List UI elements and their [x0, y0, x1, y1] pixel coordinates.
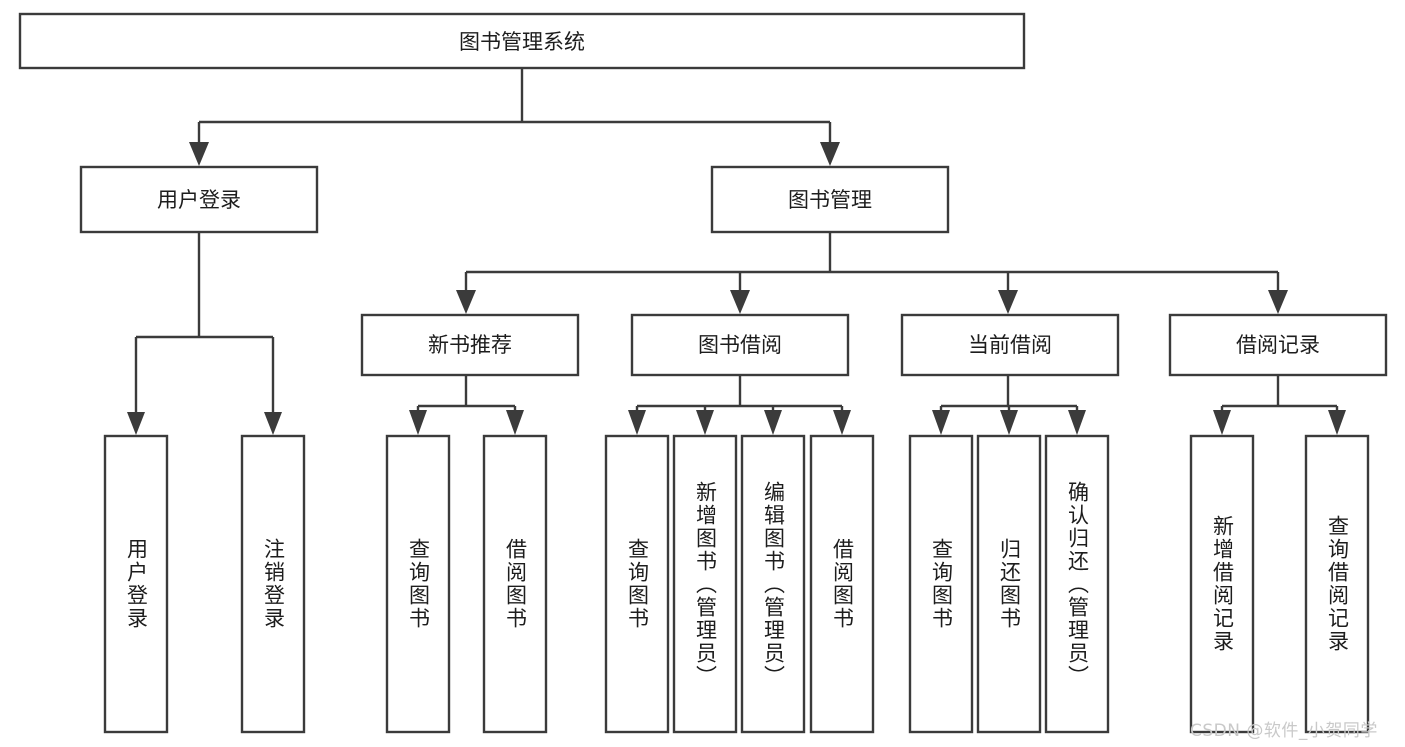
arrow-head-leaf-borrow-book-2	[833, 410, 851, 435]
arrow-head-book-borrow	[730, 290, 750, 314]
node-user-login-label: 用户登录	[157, 188, 241, 212]
node-user-login[interactable]: 用户登录	[79, 165, 319, 234]
node-new-book-recommend-box[interactable]	[360, 313, 580, 377]
arrow-head-leaf-query-record	[1328, 410, 1346, 435]
node-current-borrow-box[interactable]	[900, 313, 1120, 377]
connector-userlogin-to-leaves	[127, 232, 282, 435]
leaf-box-logout-login[interactable]	[240, 434, 306, 734]
arrow-head-leaf-return-book	[1000, 410, 1018, 435]
arrow-head-leaf-add-book	[696, 410, 714, 435]
arrow-head-borrow-record	[1268, 290, 1288, 314]
arrow-head-leaf-user-login	[127, 412, 145, 435]
connector-newbook-to-leaves	[409, 375, 524, 435]
leaf-box-add-record[interactable]	[1189, 434, 1255, 734]
node-book-borrow-box[interactable]	[630, 313, 850, 377]
arrow-head-leaf-borrow-book-1	[506, 410, 524, 435]
node-borrow-record[interactable]: 借阅记录	[1168, 313, 1388, 377]
arrow-head-new-book	[456, 290, 476, 314]
node-book-borrow-label: 图书借阅	[698, 333, 782, 357]
node-root-box[interactable]	[18, 12, 1026, 70]
node-user-login-box[interactable]	[79, 165, 319, 234]
connector-borrowrecord-to-leaves	[1213, 375, 1346, 435]
leaf-box-edit-book[interactable]	[740, 434, 806, 734]
leaf-box-user-login[interactable]	[103, 434, 169, 734]
arrow-head-leaf-confirm-return	[1068, 410, 1086, 435]
arrow-head-leaf-query-book-3	[932, 410, 950, 435]
connector-bookborrow-to-leaves	[628, 375, 851, 435]
node-new-book-recommend-label: 新书推荐	[428, 333, 512, 357]
leaf-box-query-book-1[interactable]	[385, 434, 451, 734]
node-borrow-record-label: 借阅记录	[1236, 333, 1320, 357]
arrow-head-user-login	[189, 142, 209, 166]
node-book-management-box[interactable]	[710, 165, 950, 234]
leaf-box-return-book[interactable]	[976, 434, 1042, 734]
node-book-management[interactable]: 图书管理	[710, 165, 950, 234]
arrow-head-book-management	[820, 142, 840, 166]
arrow-head-leaf-edit-book	[764, 410, 782, 435]
arrow-head-leaf-logout-login	[264, 412, 282, 435]
arrow-head-current-borrow	[998, 290, 1018, 314]
leaf-box-add-book[interactable]	[672, 434, 738, 734]
node-book-borrow[interactable]: 图书借阅	[630, 313, 850, 377]
node-borrow-record-box[interactable]	[1168, 313, 1388, 377]
leaf-box-query-book-3[interactable]	[908, 434, 974, 734]
node-current-borrow-label: 当前借阅	[968, 333, 1052, 357]
connector-currentborrow-to-leaves	[932, 375, 1086, 435]
arrow-head-leaf-query-book-2	[628, 410, 646, 435]
node-root-label: 图书管理系统	[459, 30, 585, 54]
arrow-head-leaf-add-record	[1213, 410, 1231, 435]
csdn-watermark: CSDN @软件_小贺同学	[1190, 721, 1378, 741]
node-new-book-recommend[interactable]: 新书推荐	[360, 313, 580, 377]
connector-bookmgmt-to-level3	[456, 232, 1288, 314]
connector-root-to-level2	[189, 68, 840, 166]
node-book-management-label: 图书管理	[788, 188, 872, 212]
leaf-box-borrow-book-2[interactable]	[809, 434, 875, 734]
leaf-box-query-record[interactable]	[1304, 434, 1370, 734]
arrow-head-leaf-query-book-1	[409, 410, 427, 435]
node-current-borrow[interactable]: 当前借阅	[900, 313, 1120, 377]
node-root[interactable]: 图书管理系统	[18, 12, 1026, 70]
leaf-box-query-book-2[interactable]	[604, 434, 670, 734]
leaf-box-confirm-return[interactable]	[1044, 434, 1110, 734]
leaf-box-borrow-book-1[interactable]	[482, 434, 548, 734]
